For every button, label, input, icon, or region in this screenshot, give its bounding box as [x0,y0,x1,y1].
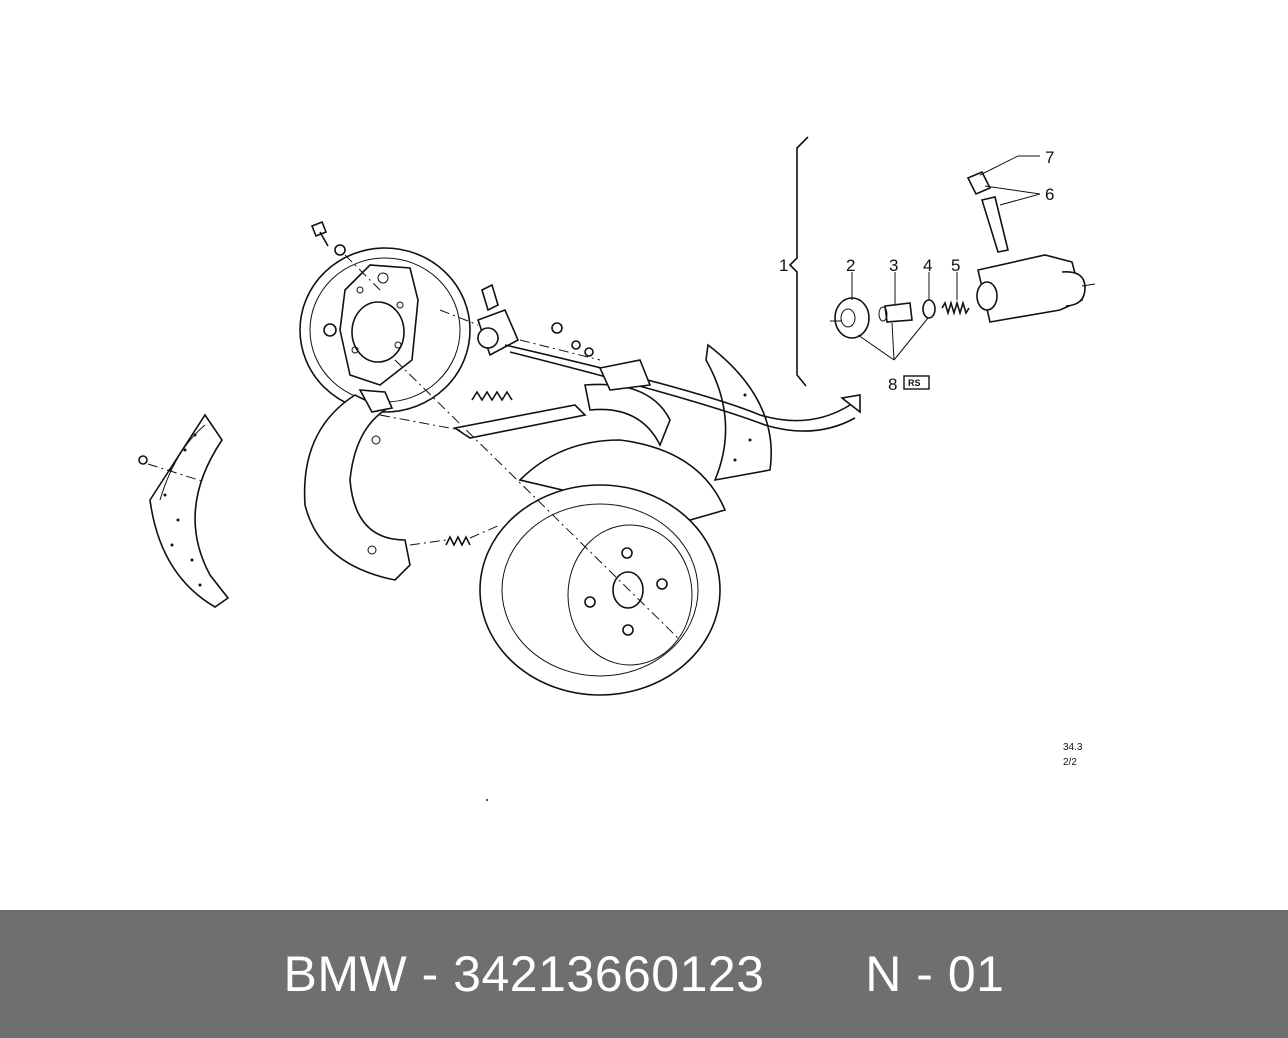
footer-separator: - [407,946,454,1002]
bracket-1 [788,136,809,387]
footer-bar: BMW - 34213660123 N - 01 [0,910,1288,1038]
brake-drum [394,359,727,696]
bolt-icon [310,220,381,291]
footer-brand: BMW [283,946,408,1002]
callout-5: 5 [951,256,960,275]
rs-badge: RS [903,375,930,390]
backing-plate [299,247,471,413]
callout-1: 1 [779,256,788,275]
seal-cup [830,297,870,339]
callout-7: 7 [1045,148,1054,167]
spring-icon [941,300,970,316]
cable-arrow-icon [504,344,861,432]
footer-position: N - 01 [865,946,1005,1002]
callout-3: 3 [889,256,898,275]
rivet-icon [138,455,206,483]
callout-4: 4 [923,256,932,275]
footer-gap [765,945,866,1003]
svg-text:RS: RS [908,378,921,388]
brake-assembly-diagram: 1 2 3 4 5 6 7 8 RS 34.3 2/2 [138,136,1096,801]
spring-icon [409,390,513,547]
callout-6: 6 [1045,185,1054,204]
brake-shoe-left [303,389,411,581]
callout-leaders [851,155,1041,361]
adjuster-strut [379,404,587,439]
wheel-cylinder-small [439,283,520,357]
callout-8: 8 [888,375,897,394]
diagram-ref-code: 34.3 [1063,742,1083,753]
seal-ring [922,299,936,319]
wheel-cylinder-housing [976,254,1096,323]
brake-lining [149,413,230,608]
diagram-ref-page: 2/2 [1063,757,1077,768]
callout-2: 2 [846,256,855,275]
piston [878,302,913,323]
footer-part-number: 34213660123 [453,946,765,1002]
washer-icon [519,322,601,361]
bleeder-valve [966,170,1009,253]
